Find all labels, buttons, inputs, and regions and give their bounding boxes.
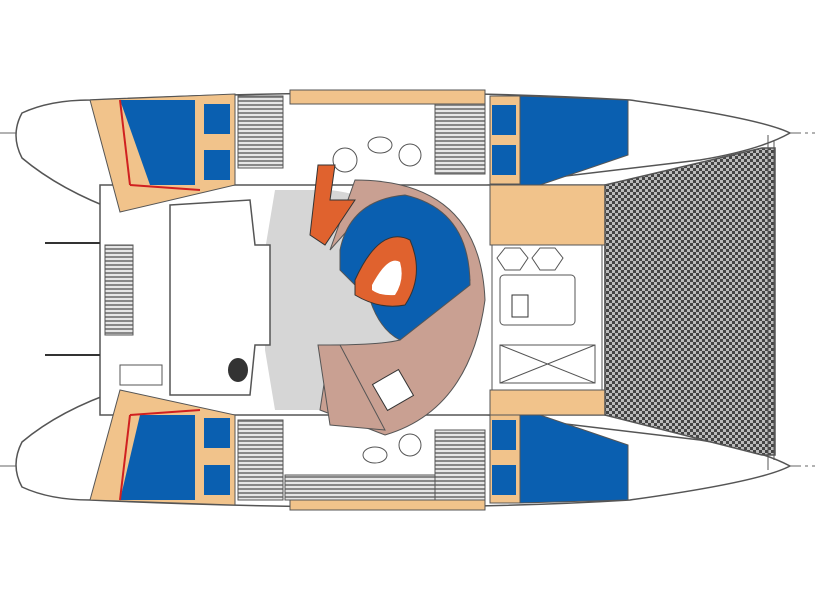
stern-davits: [45, 242, 100, 356]
galley: [491, 244, 603, 391]
trampoline-net: [604, 147, 776, 456]
galley-stove-icon: [371, 368, 415, 412]
helm-seat-icon: [228, 358, 248, 382]
cockpit: [104, 199, 271, 396]
bottom-hull-cabins: [89, 389, 629, 511]
top-hull-cabins: [89, 89, 629, 246]
saloon-settee: [309, 164, 486, 436]
